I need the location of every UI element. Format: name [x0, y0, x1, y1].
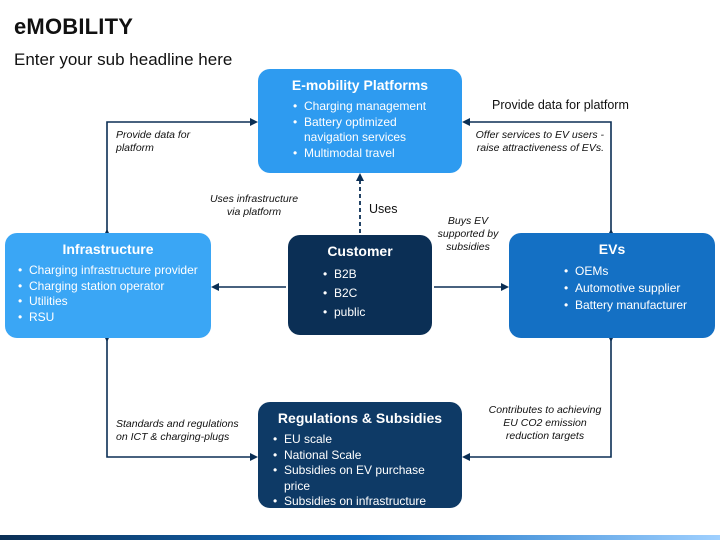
platforms-list: Charging management Battery optimized na… [268, 99, 452, 161]
page-subtitle: Enter your sub headline here [14, 50, 233, 69]
label-provide-data-left: Provide data for platform [116, 129, 191, 154]
label-standards: Standards and regulations on ICT & charg… [116, 418, 239, 443]
label-provide-data-right: Provide data for platform [492, 98, 629, 112]
label-buys-ev: Buys EV supported by subsidies [437, 215, 499, 253]
customer-title: Customer [327, 243, 393, 259]
list-item: Charging infrastructure provider [18, 263, 201, 279]
list-item: RSU [18, 310, 201, 326]
list-item: public [323, 303, 422, 322]
regulations-title: Regulations & Subsidies [277, 410, 443, 426]
infrastructure-list: Charging infrastructure provider Chargin… [15, 263, 201, 325]
list-item: Automotive supplier [564, 280, 705, 297]
list-item: Multimodal travel [293, 146, 452, 162]
platforms-box: E-mobility Platforms Charging management… [258, 69, 462, 173]
infrastructure-box: Infrastructure Charging infrastructure p… [5, 233, 211, 338]
list-item: Charging management [293, 99, 452, 115]
arrow-evs-regulations [462, 334, 615, 461]
label-contributes: Contributes to achieving EU CO2 emission… [488, 404, 602, 442]
label-uses-infrastructure: Uses infrastructure via platform [209, 193, 299, 218]
customer-list: B2B B2C public [298, 265, 422, 322]
list-item: EU scale [273, 432, 452, 448]
list-item: National Scale [273, 448, 452, 464]
list-item: Battery manufacturer [564, 297, 705, 314]
list-item: B2C [323, 284, 422, 303]
regulations-box: Regulations & Subsidies EU scale Nationa… [258, 402, 462, 510]
label-uses: Uses [369, 202, 398, 216]
infrastructure-title: Infrastructure [62, 241, 154, 257]
evs-list: OEMs Automotive supplier Battery manufac… [519, 263, 705, 314]
evs-title: EVs [598, 241, 626, 257]
customer-box: Customer B2B B2C public [288, 235, 432, 335]
list-item: Subsidies on EV purchase price [273, 463, 452, 494]
platforms-title: E-mobility Platforms [291, 77, 429, 93]
list-item: B2B [323, 265, 422, 284]
list-item: OEMs [564, 263, 705, 280]
regulations-list: EU scale National Scale Subsidies on EV … [268, 432, 452, 510]
page-title: eMOBILITY [14, 14, 134, 39]
arrow-evs-platforms [462, 118, 615, 237]
evs-box: EVs OEMs Automotive supplier Battery man… [509, 233, 715, 338]
arrow-infra-regulations [103, 334, 258, 461]
arrow-infra-platforms [103, 118, 258, 237]
footer-bar [0, 535, 720, 540]
list-item: Battery optimized navigation services [293, 115, 452, 146]
label-offer-services: Offer services to EV users - raise attra… [475, 129, 604, 154]
list-item: Utilities [18, 294, 201, 310]
list-item: Subsidies on infrastructure [273, 494, 452, 510]
list-item: Charging station operator [18, 279, 201, 295]
